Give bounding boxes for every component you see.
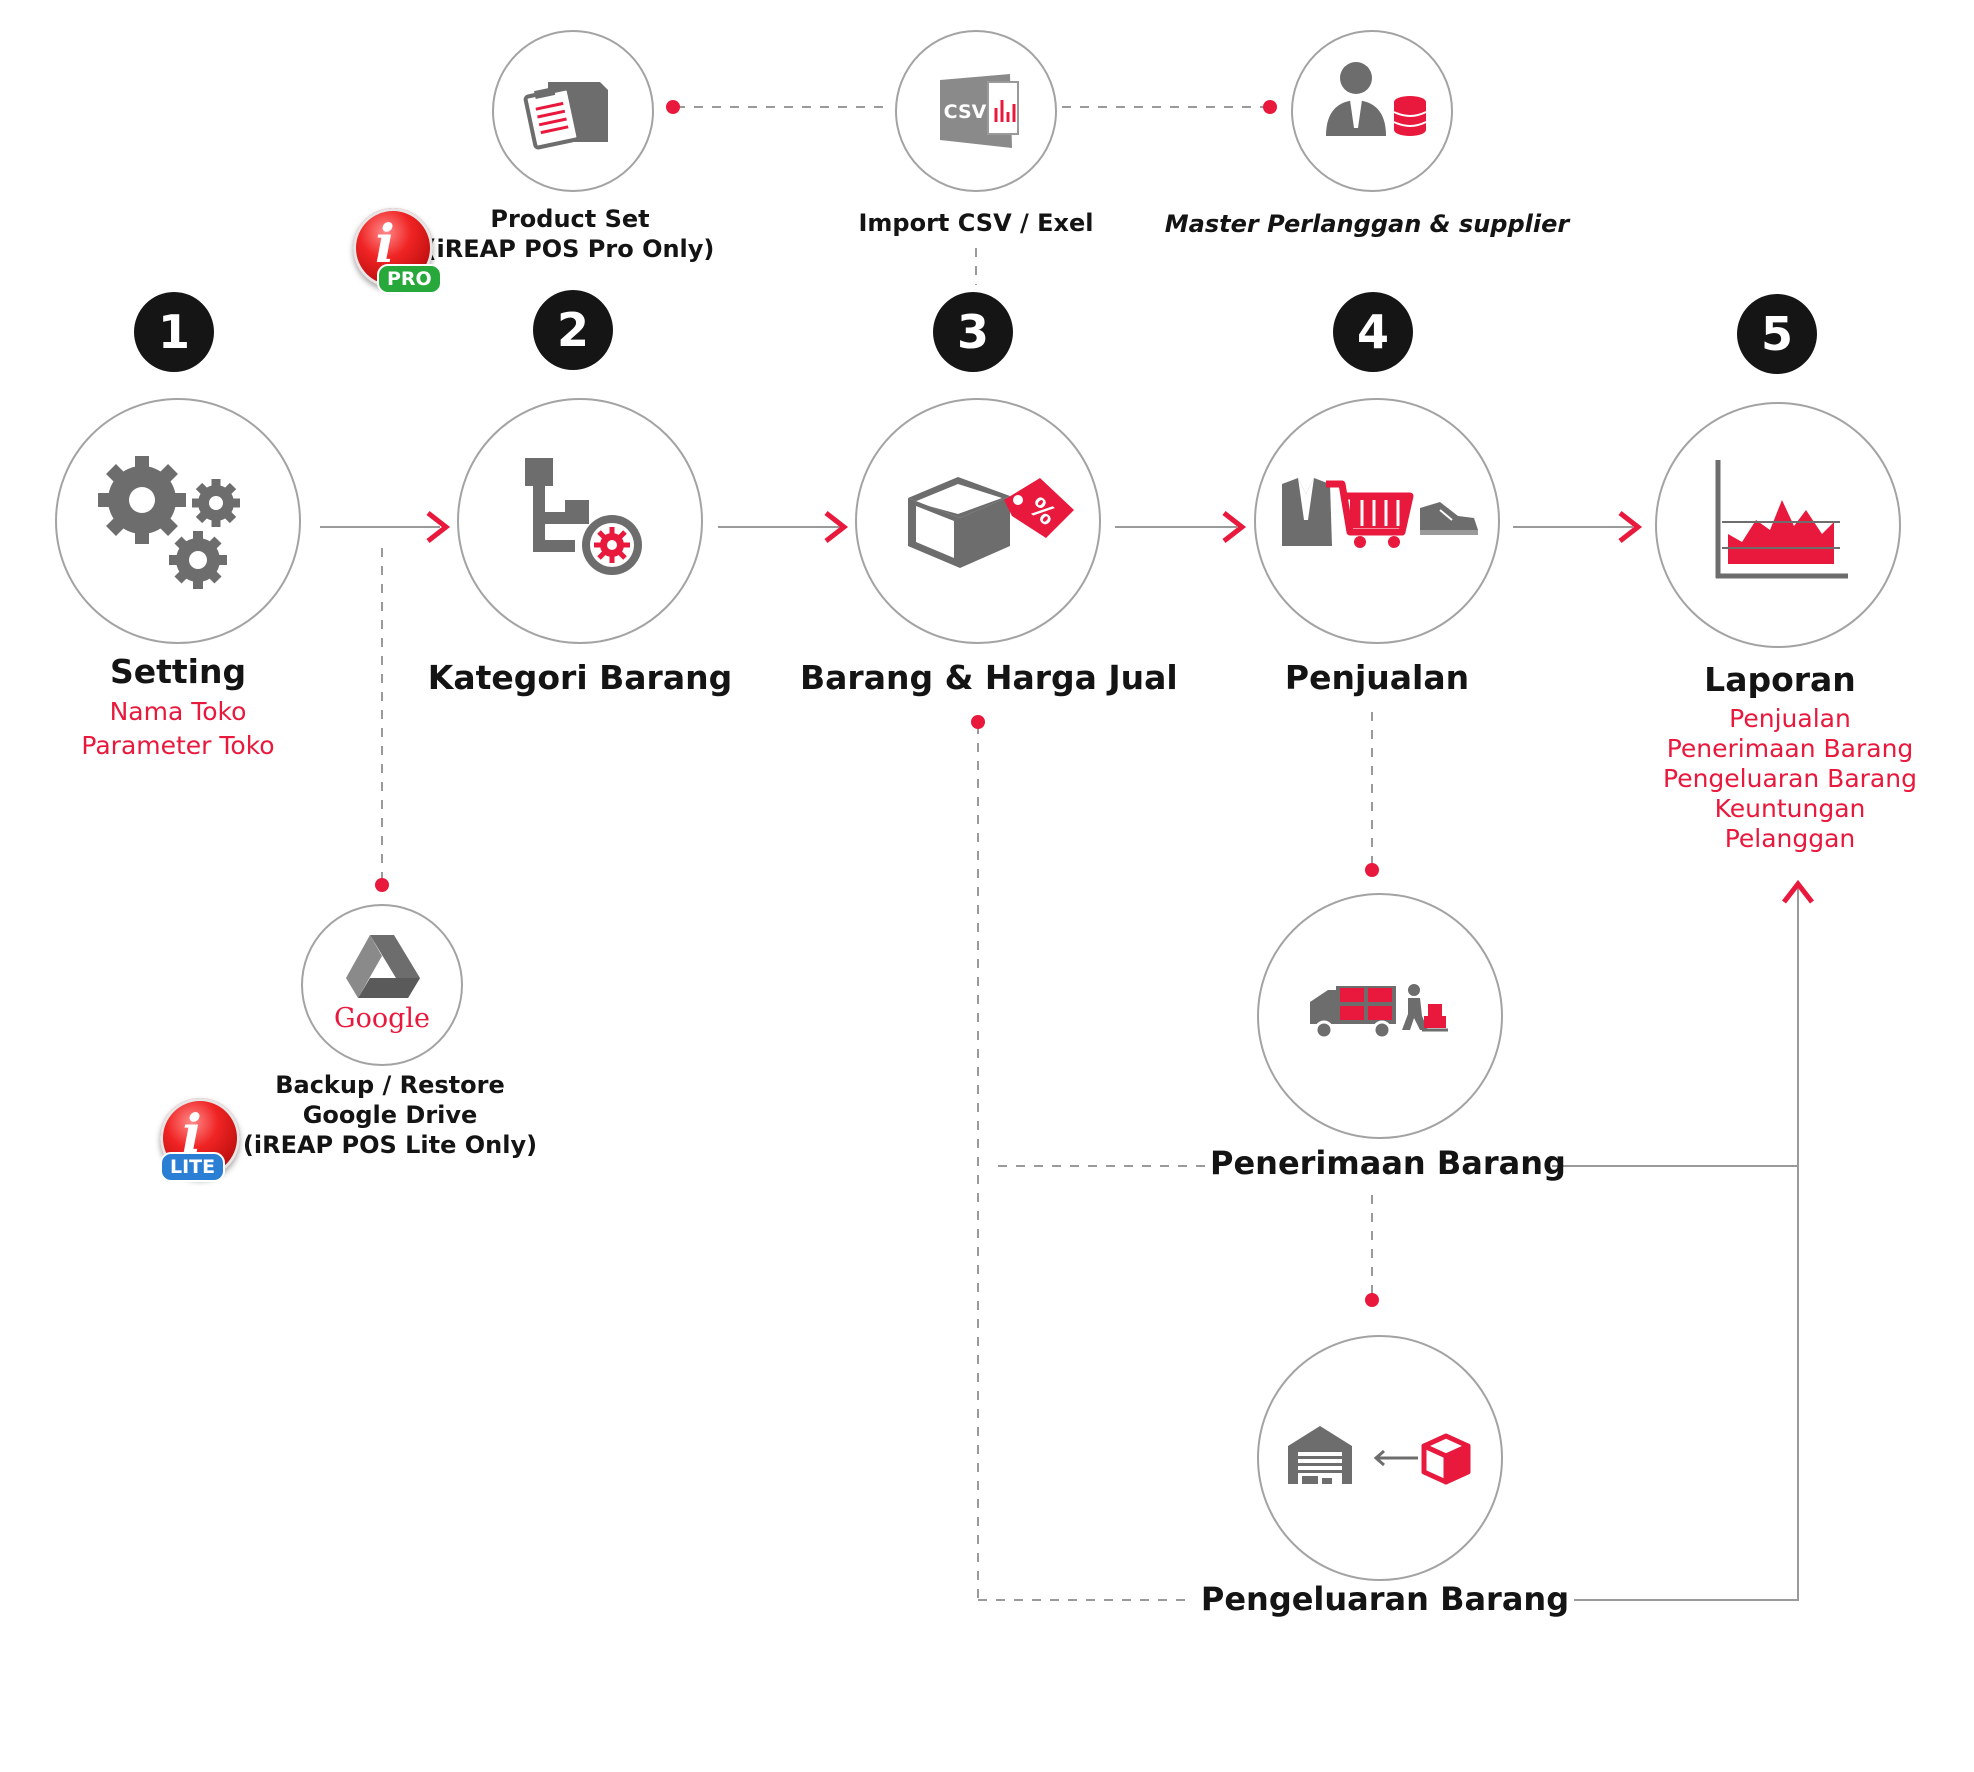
warehouse-box-icon bbox=[1288, 1426, 1471, 1485]
step-sub-setting: Nama Toko Parameter Toko bbox=[48, 695, 308, 763]
pro-badge: i PRO bbox=[353, 208, 453, 298]
backup-label: Backup / Restore Google Drive (iREAP POS… bbox=[230, 1070, 550, 1160]
sub-item: Pengeluaran Barang bbox=[1663, 764, 1917, 793]
sub-item: Keuntungan bbox=[1714, 794, 1866, 823]
step-number-2: 2 bbox=[533, 290, 613, 370]
step-number-3: 3 bbox=[933, 292, 1013, 372]
box-price-tag-icon: % bbox=[908, 477, 1074, 568]
arrow-head-3-4 bbox=[1222, 511, 1247, 543]
backup-line3: (iREAP POS Lite Only) bbox=[242, 1131, 538, 1159]
step-number-1: 1 bbox=[134, 292, 214, 372]
dot-top-left bbox=[666, 100, 680, 114]
backup-line2: Google Drive bbox=[302, 1101, 478, 1129]
issuing-label: Pengeluaran Barang bbox=[1200, 1580, 1570, 1618]
import-csv-label: Import CSV / Exel bbox=[858, 209, 1094, 237]
step-title-kategori: Kategori Barang bbox=[427, 658, 733, 697]
dot-receiving bbox=[1365, 863, 1379, 877]
gears-icon bbox=[98, 456, 240, 589]
step-title-laporan: Laporan bbox=[1704, 660, 1856, 699]
step-number-4: 4 bbox=[1333, 292, 1413, 372]
receiving-label: Penerimaan Barang bbox=[1210, 1144, 1566, 1182]
svg-text:CSV: CSV bbox=[944, 101, 987, 123]
arrow-head-4-5 bbox=[1618, 511, 1643, 543]
svg-text:Google: Google bbox=[334, 1003, 430, 1034]
logo-letter: i bbox=[375, 214, 395, 275]
connector-issuing-report bbox=[1574, 1160, 1799, 1601]
arrow-head-up-report bbox=[1782, 879, 1814, 904]
backup-line1: Backup / Restore bbox=[275, 1071, 505, 1099]
arrow-head-1-2 bbox=[426, 511, 451, 543]
sub-item: Penjualan bbox=[1729, 704, 1851, 733]
shopping-cart-icon bbox=[1282, 478, 1478, 548]
sub-item: Penerimaan Barang bbox=[1666, 734, 1914, 763]
sub-item: Nama Toko bbox=[109, 697, 247, 726]
pro-tag: PRO bbox=[377, 264, 442, 294]
step-number-5: 5 bbox=[1737, 294, 1817, 374]
dot-top-right bbox=[1263, 100, 1277, 114]
step-sub-laporan: Penjualan Penerimaan Barang Pengeluaran … bbox=[1640, 704, 1940, 854]
step-title-setting: Setting bbox=[109, 652, 247, 691]
step-title-barang: Barang & Harga Jual bbox=[800, 658, 1178, 697]
sub-item: Parameter Toko bbox=[81, 731, 275, 760]
lite-tag: LITE bbox=[160, 1152, 226, 1182]
dot-backup bbox=[375, 878, 389, 892]
master-label: Master Perlanggan & supplier bbox=[1164, 210, 1570, 238]
arrow-head-2-3 bbox=[824, 511, 849, 543]
delivery-truck-icon bbox=[1310, 984, 1448, 1040]
dot-issuing bbox=[1365, 1293, 1379, 1307]
product-set-label: Product Set (iREAP POS Pro Only) bbox=[410, 204, 730, 264]
google-drive-icon: Google bbox=[334, 935, 430, 1034]
dot-step3 bbox=[971, 715, 985, 729]
category-tree-icon bbox=[525, 458, 642, 575]
clipboard-box-icon bbox=[523, 82, 608, 150]
product-set-line2: (iREAP POS Pro Only) bbox=[425, 235, 715, 263]
logo-letter: i bbox=[182, 1104, 202, 1165]
lite-badge: i LITE bbox=[160, 1098, 260, 1188]
step-title-penjualan: Penjualan bbox=[1284, 658, 1470, 697]
csv-file-icon: CSV bbox=[940, 74, 1019, 148]
area-chart-icon bbox=[1715, 460, 1848, 579]
sub-item: Pelanggan bbox=[1724, 824, 1856, 853]
circle-step-1 bbox=[55, 398, 301, 644]
customer-database-icon bbox=[1326, 62, 1427, 136]
product-set-line1: Product Set bbox=[490, 205, 650, 233]
connector-receiving-report bbox=[1552, 888, 1799, 1167]
